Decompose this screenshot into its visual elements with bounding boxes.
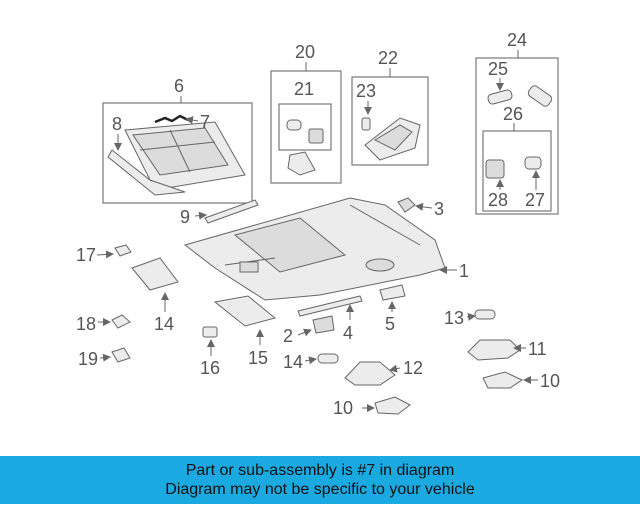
- callout-19: 18: [76, 314, 96, 334]
- bracket-part-5[interactable]: [379, 284, 406, 301]
- callout-26: 25: [488, 59, 508, 79]
- callout-27: 26: [503, 104, 523, 124]
- clip-part-3[interactable]: [397, 197, 416, 213]
- callout-16: 15: [248, 348, 268, 368]
- callout-25: 24: [507, 30, 527, 50]
- bulb-part-26[interactable]: [487, 84, 553, 108]
- callout-14-right: 13: [444, 308, 464, 328]
- socket-part-28-29[interactable]: [485, 156, 542, 179]
- lamp-part-22[interactable]: [286, 119, 324, 176]
- callout-7[interactable]: 7: [200, 112, 210, 132]
- grip-part-11[interactable]: [482, 371, 524, 389]
- callout-28: 27: [525, 190, 545, 210]
- callout-21: 20: [295, 42, 315, 62]
- sunroof-panel-part[interactable]: [107, 121, 246, 196]
- callout-12: 12: [403, 358, 423, 378]
- group-box-25: [475, 57, 559, 215]
- leader-lines: [96, 50, 540, 412]
- callout-10: 10: [333, 398, 353, 418]
- callout-11: 10: [540, 371, 560, 391]
- clip-part-14-right[interactable]: [474, 309, 496, 320]
- callout-18: 17: [76, 245, 96, 265]
- callout-6: 6: [174, 76, 184, 96]
- console-part-23[interactable]: [361, 117, 421, 161]
- callout-13: 11: [528, 339, 547, 359]
- trim-part-12[interactable]: [344, 361, 396, 386]
- callout-17: 16: [200, 358, 220, 378]
- callout-3: 3: [434, 199, 444, 219]
- clip-part-19[interactable]: [111, 314, 131, 329]
- banner-line-1: Part or sub-assembly is #7 in diagram: [185, 462, 455, 479]
- callout-15: 14: [154, 314, 174, 334]
- group-box-6: [102, 102, 253, 204]
- callout-29: 28: [488, 190, 508, 210]
- callout-2: 2: [283, 326, 293, 346]
- handle-part-2[interactable]: [312, 315, 335, 334]
- callout-4: 4: [343, 323, 353, 343]
- callout-8: 8: [112, 114, 122, 134]
- clip-part-14-lower[interactable]: [317, 353, 339, 364]
- group-box-27: [482, 130, 552, 212]
- callout-20: 19: [78, 349, 98, 369]
- group-box-22: [278, 103, 332, 151]
- callout-5: 5: [385, 314, 395, 334]
- visor-part-16[interactable]: [213, 295, 277, 327]
- callout-1: 1: [459, 261, 469, 281]
- visor-part-15[interactable]: [131, 257, 179, 291]
- callout-23: 22: [378, 48, 398, 68]
- callout-22: 21: [294, 79, 314, 99]
- clip-part-20[interactable]: [111, 347, 131, 363]
- callout-9: 9: [180, 207, 190, 227]
- parts-diagram: 6 7 8 20 21 22 23 24 25 26 27 28 9 3 1 1…: [76, 30, 560, 418]
- seal-part-7[interactable]: [154, 114, 189, 124]
- clip-part-18[interactable]: [114, 244, 132, 257]
- callout-14-lower: 14: [283, 352, 303, 372]
- clip-part-17[interactable]: [202, 326, 218, 338]
- trim-part-13[interactable]: [467, 339, 521, 361]
- trim-part-9[interactable]: [204, 199, 259, 224]
- callout-24: 23: [356, 81, 376, 101]
- headliner-part-1[interactable]: [183, 197, 446, 301]
- info-banner: Part or sub-assembly is #7 in diagram Di…: [0, 456, 640, 504]
- trim-part-4[interactable]: [297, 295, 363, 317]
- banner-line-2: Diagram may not be specific to your vehi…: [165, 481, 475, 498]
- grip-part-10[interactable]: [374, 396, 411, 415]
